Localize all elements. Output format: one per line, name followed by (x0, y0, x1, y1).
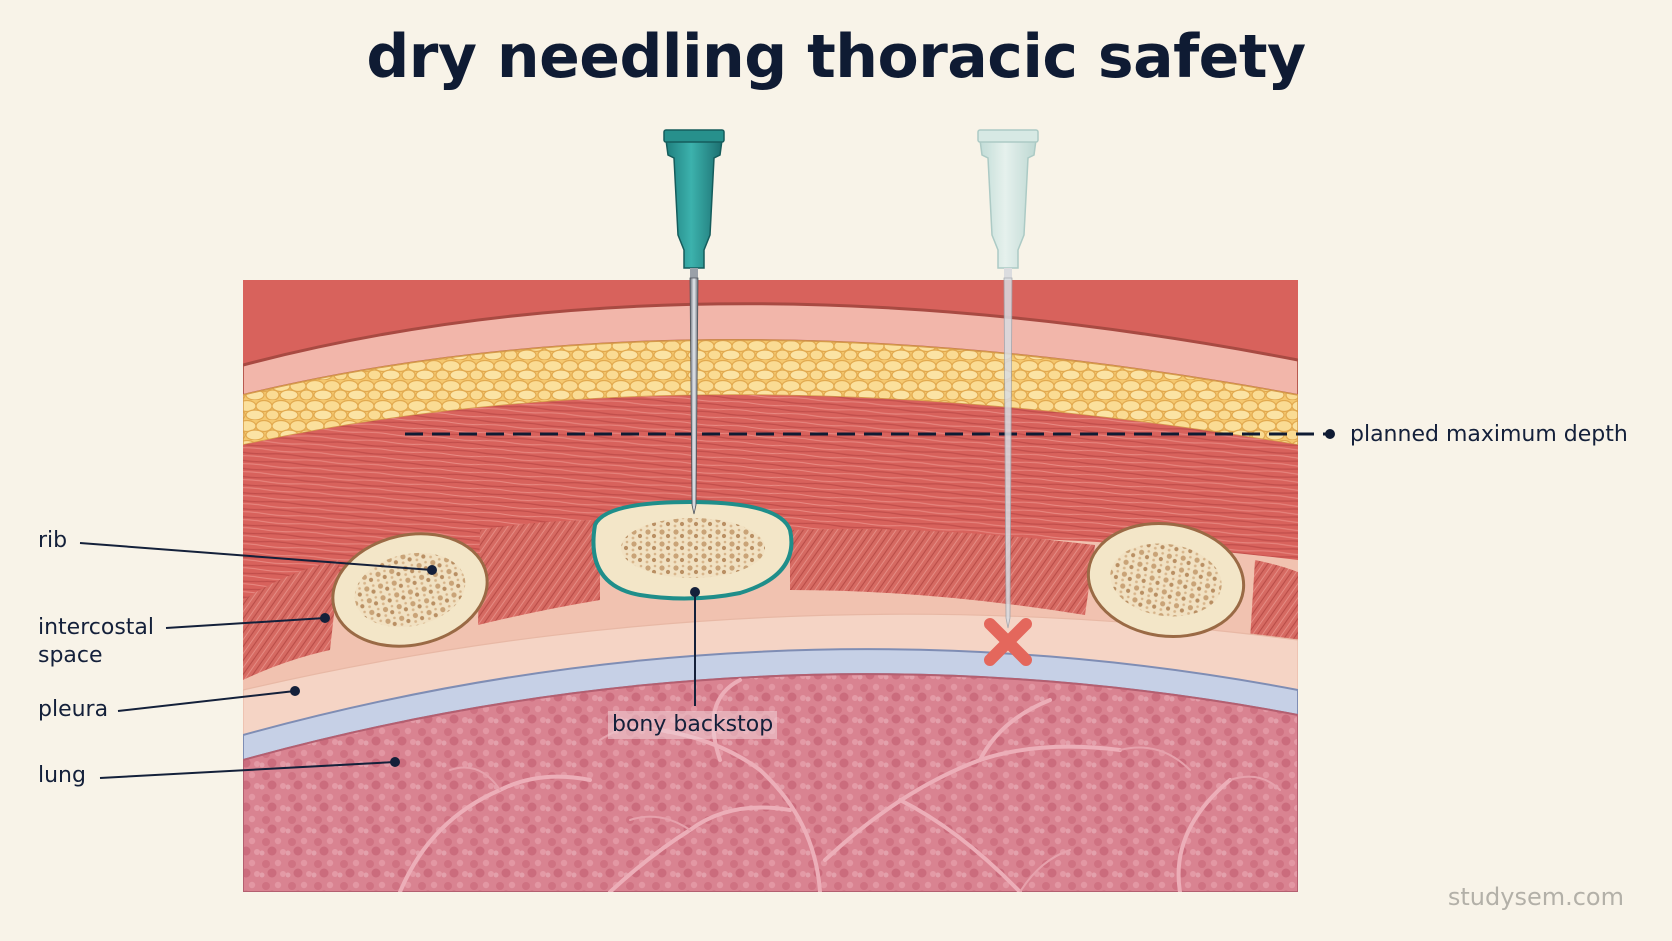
label-intercostal-space: intercostal space (38, 615, 155, 668)
safe-needle (663, 129, 725, 515)
unsafe-needle (977, 129, 1039, 629)
rib-center (591, 499, 794, 601)
rib-left (331, 532, 489, 648)
intercostal-muscle (790, 529, 1095, 615)
planned-depth-dot (1325, 429, 1335, 439)
label-planned-depth: planned maximum depth (1350, 422, 1628, 447)
intercostal-muscle (478, 520, 600, 625)
label-rib: rib (38, 528, 68, 553)
label-pleura: pleura (38, 697, 109, 722)
page-title: dry needling thoracic safety (366, 22, 1306, 92)
tissue-layers (243, 280, 1298, 892)
rib-right (1086, 521, 1246, 639)
leader-dots (290, 565, 700, 767)
leader-lines (79, 542, 696, 779)
label-bony-backstop: bony backstop (608, 711, 778, 739)
label-lung: lung (38, 763, 86, 788)
watermark: studysem.com (1447, 883, 1624, 911)
pleura-puncture-x-icon (984, 618, 1032, 666)
